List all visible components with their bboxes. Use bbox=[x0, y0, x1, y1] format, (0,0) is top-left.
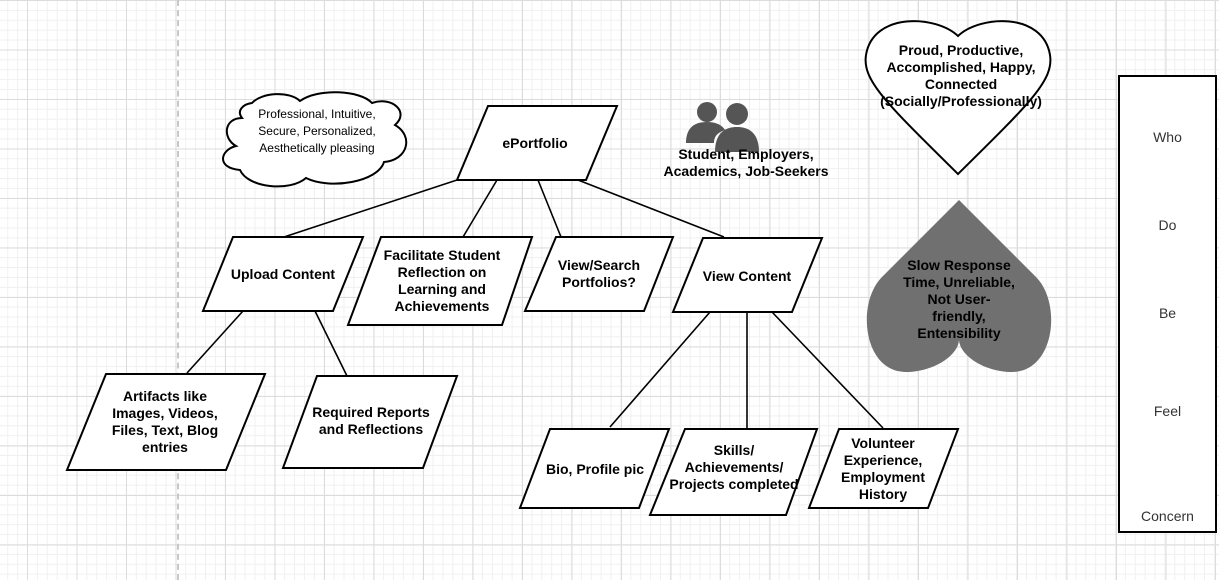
node-facilitate-reflection-label: Facilitate Student Reflection on Learnin… bbox=[383, 247, 501, 314]
who-people-icon bbox=[686, 102, 759, 152]
node-upload-content-shape[interactable] bbox=[201, 236, 365, 312]
who-label: Student, Employers, Academics, Job-Seeke… bbox=[663, 146, 829, 179]
node-skills-shape[interactable] bbox=[648, 428, 819, 516]
node-bio-label: Bio, Profile pic bbox=[545, 460, 644, 477]
node-artifacts-shape[interactable] bbox=[65, 373, 267, 471]
edge-view-bio bbox=[609, 311, 711, 428]
node-view-search-label: View/Search Portfolios? bbox=[557, 257, 641, 290]
edge-root-upload bbox=[283, 179, 458, 238]
edge-root-search bbox=[537, 179, 562, 238]
connectors bbox=[186, 179, 884, 429]
concern-label: Slow Response Time, Unreliable, Not User… bbox=[903, 256, 1015, 341]
edge-view-volunteer bbox=[771, 311, 884, 429]
be-label: Professional, Intuitive, Secure, Persona… bbox=[258, 106, 376, 155]
node-facilitate-reflection-shape[interactable] bbox=[346, 236, 534, 326]
legend-label-be: Be bbox=[1158, 305, 1177, 321]
edge-upload-reports bbox=[314, 310, 348, 377]
node-view-content-label: View Content bbox=[702, 267, 792, 284]
feel-label: Proud, Productive, Accomplished, Happy, … bbox=[880, 42, 1042, 109]
legend-label-who: Who bbox=[1153, 129, 1182, 145]
edge-upload-artifacts bbox=[186, 310, 244, 374]
node-upload-content-label: Upload Content bbox=[230, 265, 336, 282]
node-view-content-shape[interactable] bbox=[671, 237, 824, 313]
node-required-reports-shape[interactable] bbox=[281, 375, 459, 469]
node-volunteer-label: Volunteer Experience, Employment History bbox=[840, 435, 925, 502]
node-volunteer-shape[interactable] bbox=[807, 428, 960, 509]
page-break-line bbox=[177, 0, 179, 580]
node-artifacts-label: Artifacts like Images, Videos, Files, Te… bbox=[111, 388, 219, 455]
legend-label-concern: Concern bbox=[1141, 508, 1194, 524]
node-eportfolio-label: ePortfolio bbox=[502, 134, 568, 151]
concern-heart-shape[interactable] bbox=[866, 200, 1052, 372]
node-bio-shape[interactable] bbox=[518, 428, 671, 509]
node-skills-label: Skills/ Achievements/ Projects completed bbox=[669, 441, 799, 492]
legend-label-feel: Feel bbox=[1153, 403, 1182, 419]
node-required-reports-label: Required Reports and Reflections bbox=[312, 404, 430, 437]
legend-label-do: Do bbox=[1158, 217, 1177, 233]
feel-heart-shape[interactable] bbox=[864, 20, 1052, 176]
edge-root-reflection bbox=[462, 179, 498, 238]
legend-panel bbox=[1118, 75, 1217, 533]
node-view-search-shape[interactable] bbox=[523, 236, 675, 312]
edge-root-view bbox=[577, 179, 725, 238]
be-cloud-shape[interactable] bbox=[222, 91, 408, 188]
node-eportfolio-shape[interactable] bbox=[455, 105, 619, 181]
